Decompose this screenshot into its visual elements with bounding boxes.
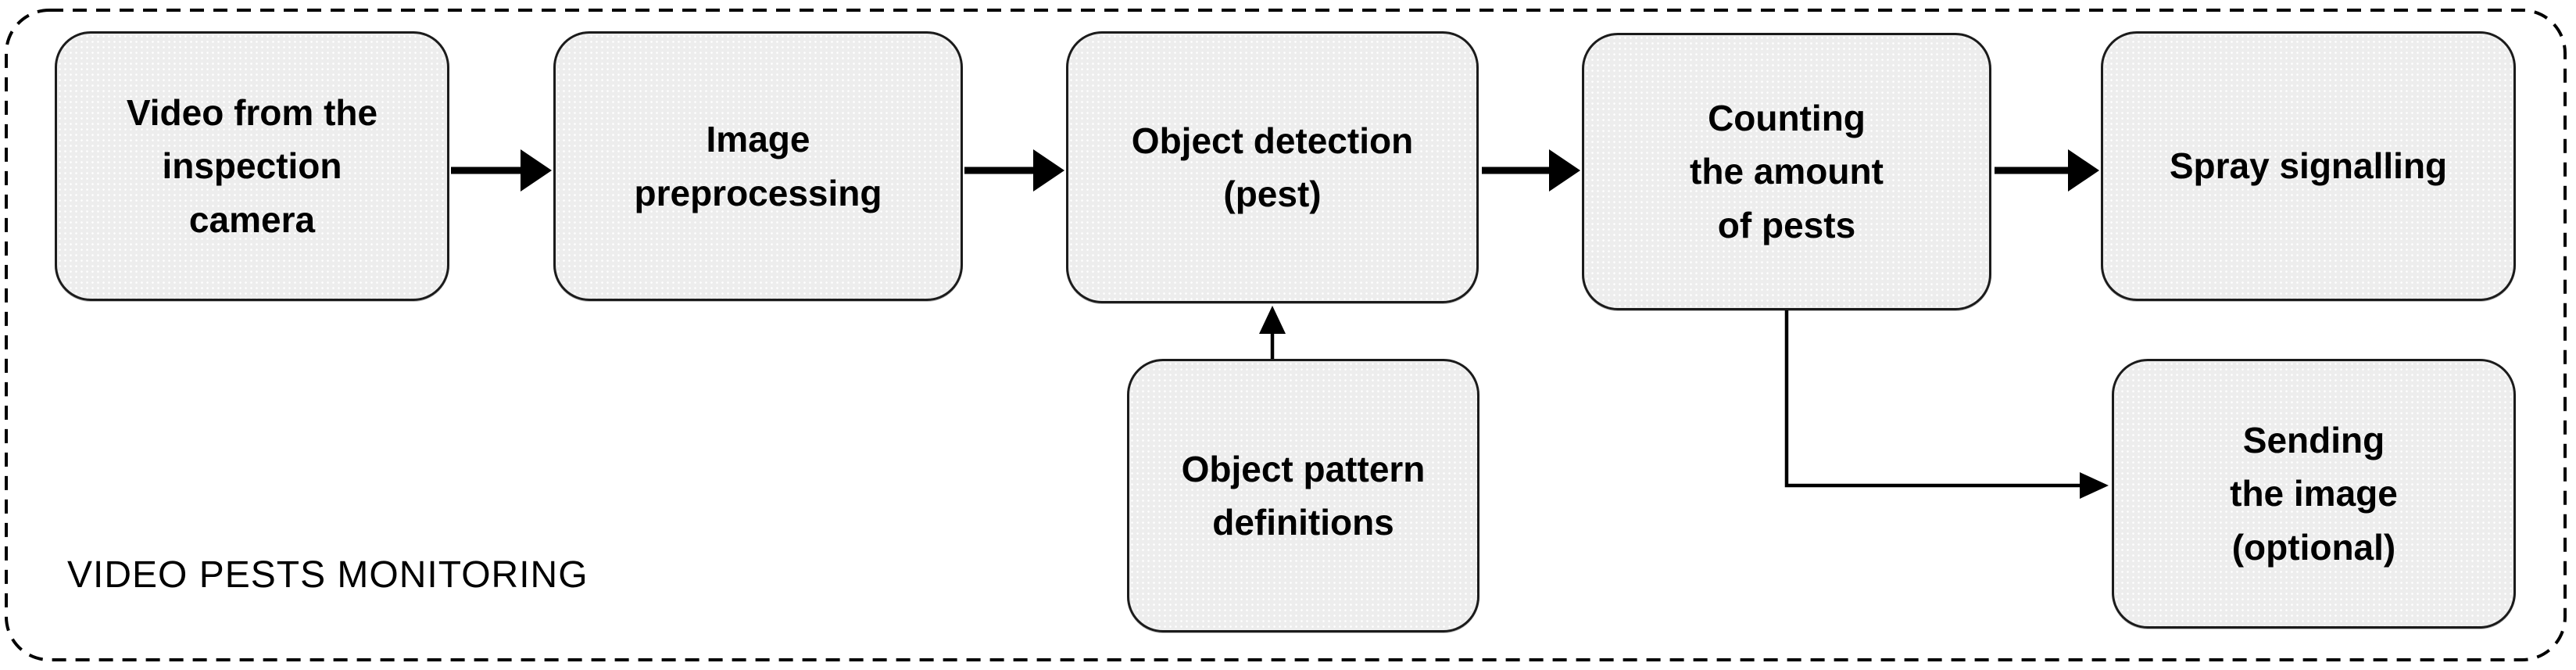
node-label: Object pattern definitions bbox=[1181, 448, 1426, 543]
node-label: Image preprocessing bbox=[634, 119, 882, 213]
diagram-caption: VIDEO PESTS MONITORING bbox=[67, 554, 589, 596]
arrowhead-counting-to-spray bbox=[2068, 149, 2099, 192]
node-sending-the-image-optional: Sending the image (optional) bbox=[2112, 359, 2516, 629]
node-image-preprocessing: Image preprocessing bbox=[553, 31, 963, 301]
node-object-detection-pest: Object detection (pest) bbox=[1066, 31, 1479, 303]
arrowhead-preprocessing-to-detection bbox=[1033, 149, 1064, 192]
arrowhead-patterns-to-detection bbox=[1259, 306, 1286, 334]
node-object-pattern-definitions: Object pattern definitions bbox=[1127, 359, 1479, 632]
node-counting-amount-of-pests: Counting the amount of pests bbox=[1582, 33, 1991, 310]
node-label: Sending the image (optional) bbox=[2230, 420, 2398, 568]
arrowhead-counting-to-sending bbox=[2080, 472, 2109, 499]
node-spray-signalling: Spray signalling bbox=[2101, 31, 2516, 301]
node-label: Video from the inspection camera bbox=[126, 92, 378, 240]
node-label: Object detection (pest) bbox=[1131, 120, 1414, 214]
arrowhead-video-to-preprocessing bbox=[521, 149, 552, 192]
arrow-counting-to-sending bbox=[1784, 310, 2082, 488]
node-label: Counting the amount of pests bbox=[1690, 98, 1884, 245]
arrowhead-detection-to-counting bbox=[1549, 149, 1580, 192]
node-video-from-inspection-camera: Video from the inspection camera bbox=[55, 31, 449, 301]
dashed-frame bbox=[5, 9, 2567, 661]
node-label: Spray signalling bbox=[2169, 145, 2448, 187]
